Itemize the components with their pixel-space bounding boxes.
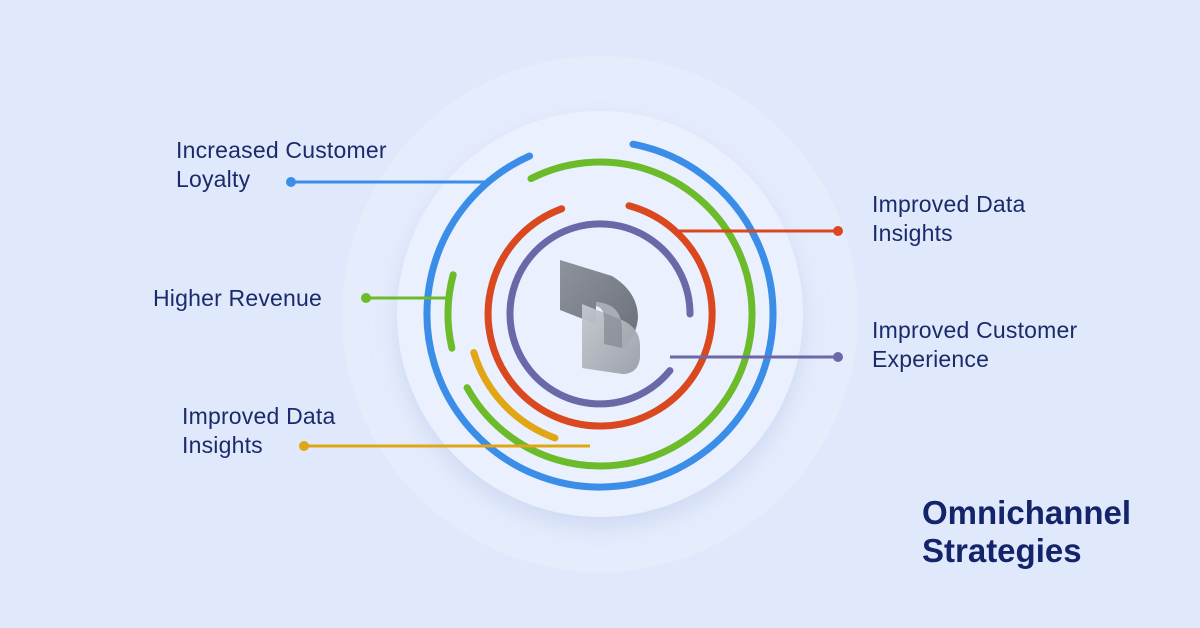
connector-insights-right bbox=[676, 226, 843, 236]
label-increased-customer-loyalty: Increased Customer Loyalty bbox=[176, 136, 387, 194]
connector-experience bbox=[670, 352, 843, 362]
label-line: Increased Customer bbox=[176, 137, 387, 163]
label-line: Loyalty bbox=[176, 166, 251, 192]
connector-dot-experience bbox=[833, 352, 843, 362]
label-line: Improved Data bbox=[872, 191, 1026, 217]
label-line: Higher Revenue bbox=[153, 285, 323, 311]
connector-revenue bbox=[361, 293, 446, 303]
connector-dot-revenue bbox=[361, 293, 371, 303]
page-title: Omnichannel Strategies bbox=[922, 494, 1131, 570]
connector-loyalty bbox=[286, 177, 486, 187]
connector-dot-insights-left bbox=[299, 441, 309, 451]
connector-insights-left bbox=[299, 441, 590, 451]
label-line: Experience bbox=[872, 346, 990, 372]
title-line: Omnichannel bbox=[922, 494, 1132, 531]
arc-green-2 bbox=[444, 271, 457, 352]
title-line: Strategies bbox=[922, 532, 1082, 569]
label-line: Insights bbox=[872, 220, 953, 246]
arc-blue bbox=[423, 140, 777, 491]
arc-red bbox=[484, 202, 716, 430]
dynamics-logo bbox=[560, 260, 640, 374]
arc-purple bbox=[506, 220, 694, 408]
connector-dot-insights-right bbox=[833, 226, 843, 236]
label-line: Improved Data bbox=[182, 403, 336, 429]
connector-dot-loyalty bbox=[286, 177, 296, 187]
label-line: Improved Customer bbox=[872, 317, 1078, 343]
arc-yellow bbox=[470, 349, 559, 442]
label-higher-revenue: Higher Revenue bbox=[153, 284, 322, 313]
label-improved-data-insights-right: Improved Data Insights bbox=[872, 190, 1025, 248]
label-improved-customer-experience: Improved Customer Experience bbox=[872, 316, 1077, 374]
label-line: Insights bbox=[182, 432, 263, 458]
label-improved-data-insights-left: Improved Data Insights bbox=[182, 402, 335, 460]
